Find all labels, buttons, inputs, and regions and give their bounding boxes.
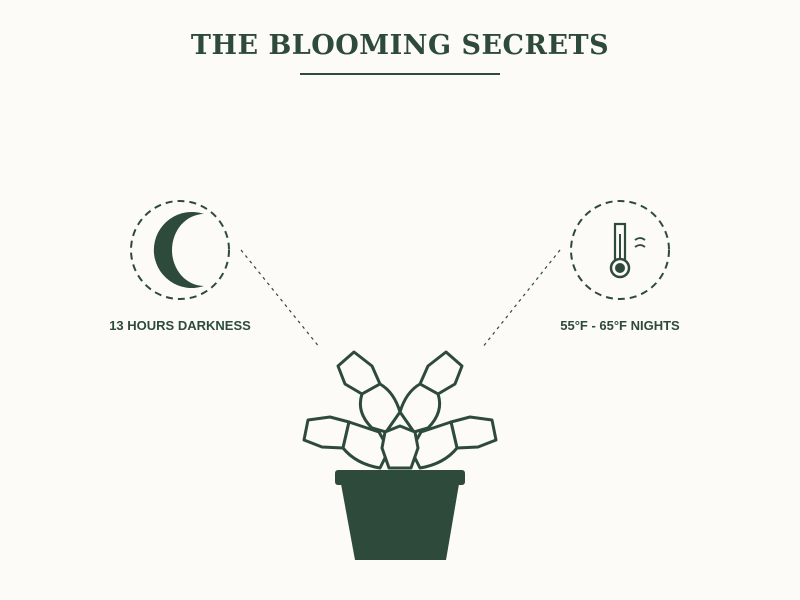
temperature-label: 55°F - 65°F NIGHTS [560, 318, 680, 333]
temperature-badge [570, 200, 670, 300]
moon-icon [130, 200, 230, 300]
pot-rim [335, 470, 465, 485]
darkness-badge [130, 200, 230, 300]
darkness-label: 13 HOURS DARKNESS [109, 318, 251, 333]
page-title: THE BLOOMING SECRETS [190, 30, 610, 61]
thermometer-icon [570, 200, 670, 300]
title-underline [300, 73, 500, 75]
pot-body [341, 484, 459, 560]
